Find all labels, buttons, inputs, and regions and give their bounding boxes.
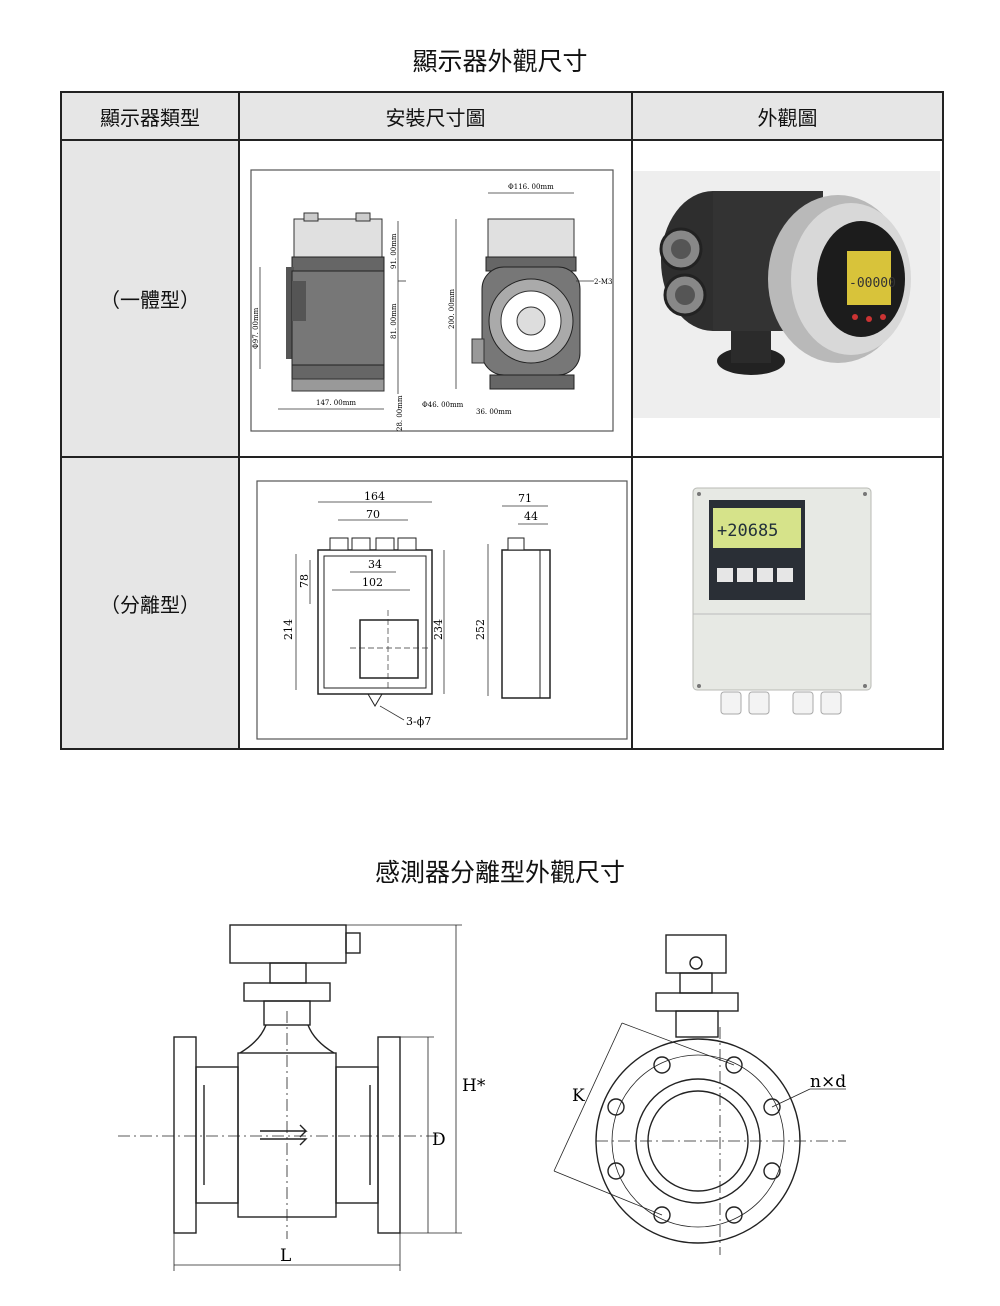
sensor-label-k: K — [572, 1086, 585, 1106]
table-row: （一體型） Φ97. 00mm 91. 00mm 81. — [60, 139, 944, 458]
dim-label: 200. 00mm — [448, 289, 456, 329]
integrated-install-drawing-cell: Φ97. 00mm 91. 00mm 81. 00mm 28. 00mm 147… — [238, 139, 633, 458]
col-header-type: 顯示器類型 — [60, 91, 240, 141]
dim-label: 3-ϕ7 — [406, 715, 431, 728]
dim-label: 44 — [524, 510, 538, 523]
dim-label: 70 — [366, 508, 380, 521]
col-header-appearance: 外觀圖 — [631, 91, 944, 141]
display-spec-table: 顯示器類型 安裝尺寸圖 外觀圖 （一體型） Φ97. — [60, 91, 944, 750]
dim-label: 2-M3 — [594, 278, 612, 286]
dim-label: 91. 00mm — [390, 233, 398, 269]
dim-label: 214 — [282, 619, 295, 640]
dim-label: 147. 00mm — [316, 399, 356, 407]
dim-label: 164 — [364, 490, 385, 503]
sensor-label-h: H* — [462, 1076, 486, 1096]
separate-meter-photo: +20685 — [669, 478, 909, 734]
dim-label: 71 — [518, 492, 532, 505]
sensor-label-d: D — [432, 1130, 446, 1150]
dim-label: 78 — [298, 574, 311, 588]
dim-label: 34 — [368, 558, 382, 571]
dim-label: Φ46. 00mm — [422, 401, 464, 409]
dim-label: Φ97. 00mm — [252, 307, 260, 349]
dim-label: 28. 00mm — [396, 395, 404, 431]
sensor-label-nd: n×d — [810, 1072, 846, 1092]
sensor-label-l: L — [280, 1246, 291, 1266]
dim-label: 81. 00mm — [390, 303, 398, 339]
dim-label: 252 — [474, 619, 487, 640]
table-row: （分離型） — [60, 456, 944, 750]
separate-appearance-cell: +20685 — [631, 456, 944, 750]
type-integrated: （一體型） — [60, 139, 240, 458]
integrated-lcd-readout: -00000 — [849, 276, 896, 291]
table-header-row: 顯示器類型 安裝尺寸圖 外觀圖 — [60, 91, 944, 141]
display-dimensions-title: 顯示器外觀尺寸 — [412, 47, 588, 76]
dim-label: Φ116. 00mm — [508, 183, 554, 191]
type-separate: （分離型） — [60, 456, 240, 750]
sensor-drawing: H* D L K n×d — [118, 924, 846, 1271]
col-header-install-drawing: 安裝尺寸圖 — [238, 91, 633, 141]
integrated-install-drawing: Φ97. 00mm 91. 00mm 81. 00mm 28. 00mm 147… — [250, 169, 614, 432]
separate-install-drawing-cell: 164 70 34 102 78 214 234 252 3-ϕ7 71 44 — [238, 456, 633, 750]
separate-install-drawing: 164 70 34 102 78 214 234 252 3-ϕ7 71 44 — [256, 480, 628, 740]
integrated-meter-photo: -00000 — [633, 171, 940, 418]
integrated-appearance-cell: -00000 — [631, 139, 944, 458]
separate-lcd-readout: +20685 — [717, 521, 778, 541]
dim-label: 102 — [362, 576, 383, 589]
dim-label: 36. 00mm — [476, 408, 512, 416]
sensor-dimensions-title: 感測器分離型外觀尺寸 — [374, 858, 625, 887]
dim-label: 234 — [432, 619, 445, 640]
